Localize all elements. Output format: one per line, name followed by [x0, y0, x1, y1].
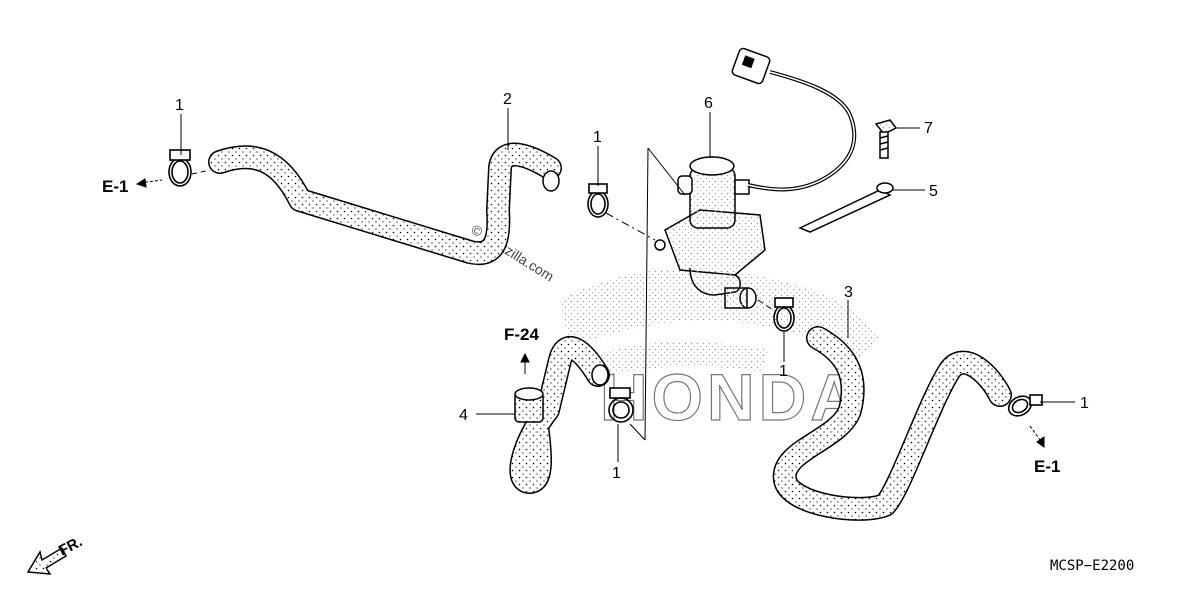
ref-e1-left: E-1	[102, 177, 128, 196]
front-direction-arrow: FR.	[26, 533, 85, 575]
air-injection-valve	[654, 156, 766, 309]
hose-3	[772, 326, 1012, 521]
hose-clamp-mid	[773, 297, 795, 332]
callout-6: 6	[704, 95, 713, 112]
callout-1-lower: 1	[612, 465, 621, 482]
hose-clamp-right	[1007, 394, 1043, 417]
honda-watermark-text: HONDA	[600, 360, 862, 434]
tube-4	[514, 387, 544, 423]
callout-1-upper: 1	[593, 129, 602, 146]
hose-clamp-lower	[608, 387, 634, 423]
hose-f24	[509, 336, 610, 494]
hose-clamp-left	[168, 149, 192, 187]
leader-lines	[135, 108, 1075, 462]
valve-wire-harness	[731, 47, 857, 192]
callout-1-mid: 1	[779, 363, 788, 380]
ref-f24: F-24	[504, 325, 540, 344]
callout-2: 2	[503, 91, 512, 108]
bolt-7	[874, 119, 898, 159]
diagram-code: MCSP−E2200	[1050, 558, 1134, 574]
callout-1-right: 1	[1080, 395, 1089, 412]
brand-watermark: HONDA	[560, 268, 880, 435]
wire-clip-5	[798, 182, 894, 233]
callout-7: 7	[924, 120, 933, 137]
assembly-lines	[191, 147, 777, 441]
callout-1-left: 1	[175, 97, 184, 114]
callout-4: 4	[459, 407, 468, 424]
hose-2	[208, 142, 562, 266]
hose-clamp-upper	[587, 183, 609, 218]
callout-5: 5	[929, 183, 938, 200]
ref-e1-right: E-1	[1034, 457, 1060, 476]
callout-3: 3	[844, 284, 853, 301]
